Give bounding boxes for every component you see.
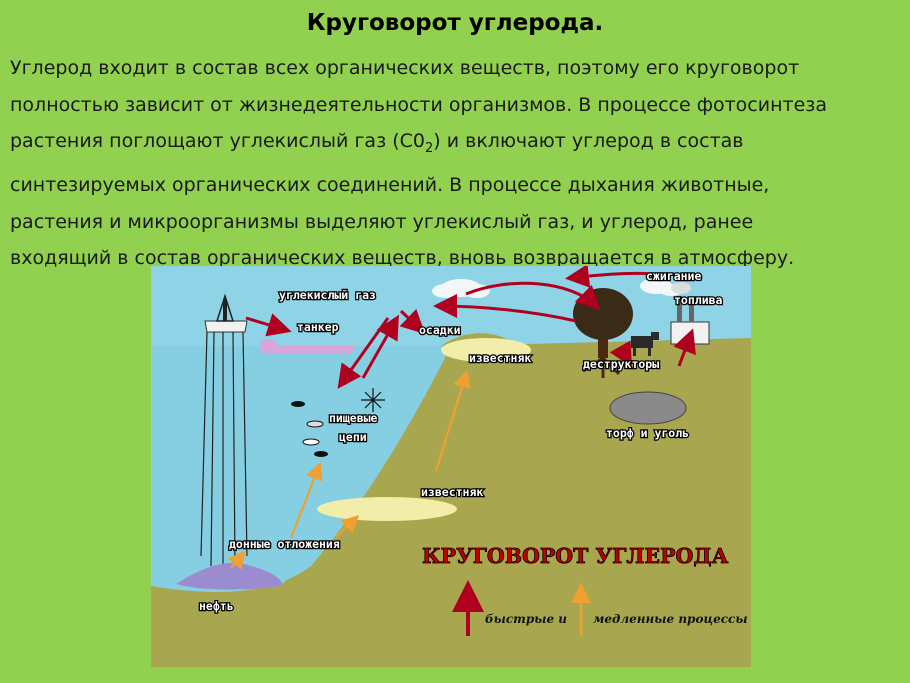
paragraph-line: входящий в состав органических веществ, …: [10, 247, 795, 270]
label-tanker: танкер: [297, 320, 339, 334]
paragraph-fragment: ) и включают углерод в состав: [433, 130, 744, 152]
carbon-cycle-diagram: углекислый газ танкер сжигание топлива о…: [151, 266, 751, 667]
paragraph-line: синтезируемых органических соединений. В…: [10, 174, 770, 197]
land: [151, 338, 751, 667]
subscript-two: 2: [425, 140, 434, 156]
label-limestone-top: известняк: [469, 351, 531, 365]
label-food-2: цепи: [339, 430, 367, 444]
slow-arrow: [227, 550, 246, 570]
fast-arrow: [245, 313, 292, 337]
slow-arrow: [335, 514, 360, 538]
limestone-mid-shape: [317, 497, 457, 521]
label-limestone-mid: известняк: [421, 485, 483, 499]
legend-fast-label: быстрые и: [485, 612, 567, 626]
label-food-1: пищевые: [329, 411, 378, 425]
slow-arrow: [289, 461, 323, 539]
paragraph-fragment: растения поглощают углекислый газ (С0: [10, 130, 425, 152]
fast-arrow: [609, 340, 632, 368]
plankton-icon: [361, 388, 385, 412]
label-oil: нефть: [199, 599, 234, 613]
label-peat-coal: торф и уголь: [606, 426, 689, 440]
legend: быстрые и медленные процессы: [452, 580, 748, 636]
paragraph-line: растения поглощают углекислый газ (С02) …: [10, 123, 905, 167]
tanker-icon: [259, 339, 356, 354]
peat-coal-shape: [609, 391, 687, 425]
oil-deposit-shape: [176, 562, 282, 590]
animal-icon: [631, 332, 659, 356]
slow-arrow: [434, 369, 471, 472]
paragraph-line: Углерод входит в состав всех органически…: [10, 57, 800, 79]
label-sediments: осадки: [419, 323, 461, 337]
sea-basin: [151, 346, 451, 592]
fast-arrow: [399, 308, 426, 335]
label-destructors: деструкторы: [583, 357, 659, 371]
paragraph-line: полностью зависит от жизнедеятельности о…: [10, 93, 828, 116]
label-burning-1: сжигание: [646, 269, 701, 283]
page-title: Круговорот углерода.: [306, 10, 604, 36]
fast-arrow: [361, 314, 399, 379]
label-bottom-sediments: донные отложения: [229, 537, 340, 551]
fast-arrow: [465, 281, 601, 311]
label-burning-2: топлива: [674, 293, 723, 307]
diagram-title: КРУГОВОРОТ УГЛЕРОДА: [422, 544, 729, 568]
fast-arrow: [673, 328, 696, 367]
paragraph-line: растения и микроорганизмы выделяют углек…: [10, 210, 754, 233]
oil-platform-icon: [200, 293, 248, 571]
intro-paragraph: Углерод входит в состав всех органически…: [10, 50, 905, 277]
limestone-top-shape: [441, 338, 531, 362]
fish-icon: [291, 401, 328, 457]
legend-slow-label: медленные процессы: [593, 612, 748, 626]
fast-arrow: [433, 294, 577, 323]
label-co2: углекислый газ: [279, 288, 376, 302]
fast-arrow: [565, 266, 672, 288]
